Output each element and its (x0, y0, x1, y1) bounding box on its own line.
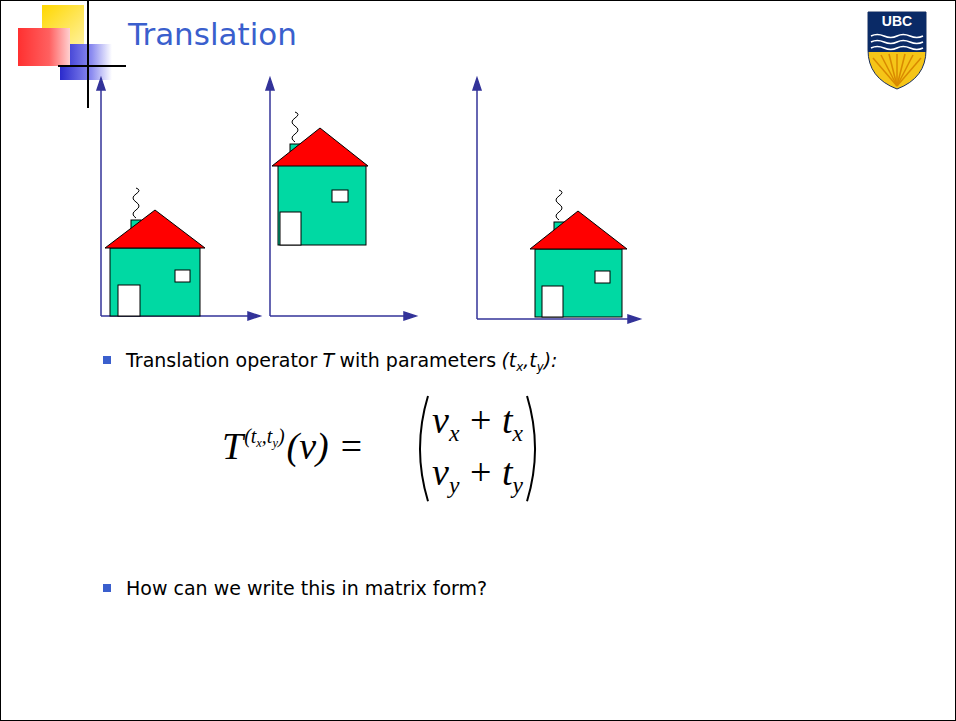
label-text: + (470, 451, 491, 493)
house (272, 112, 368, 245)
bullet-text: How can we write this in matrix form? (126, 577, 487, 599)
bullet (103, 584, 111, 592)
vector-row: vx+tx (432, 398, 523, 447)
label-text: with parameters (340, 349, 497, 371)
subscript-text: y (449, 472, 459, 498)
subscript-text: x (516, 360, 523, 374)
label-text: + (470, 399, 491, 441)
deco-line (87, 0, 89, 108)
label-text: ): (544, 349, 558, 371)
label-text: t (529, 349, 536, 371)
label-text: , (262, 425, 267, 447)
vector-row: vy+ty (432, 450, 523, 499)
formula-superscript: (tx,ty) (244, 425, 284, 447)
label-text: How can we write this in matrix form? (126, 577, 487, 599)
title-text: Translation (128, 16, 297, 52)
label-text: T (222, 425, 243, 467)
bullet-text: Translation operator Twith parameters(tx,… (126, 349, 558, 374)
label-text: t (502, 451, 513, 493)
label-text: UBC (882, 13, 912, 29)
house (530, 190, 627, 317)
formula-argument: (v) = (287, 425, 364, 467)
subscript-text: x (513, 420, 523, 446)
label-text: T (323, 349, 335, 371)
formula-operator: T (222, 425, 243, 467)
label-text: v (432, 399, 449, 441)
label-text: Translation operator (126, 349, 317, 371)
deco-red (18, 28, 70, 66)
slide-title: Translation (128, 16, 297, 52)
subscript-text: x (256, 436, 262, 450)
label-text: , (523, 349, 529, 371)
label-text: (v) = (287, 425, 364, 467)
formula-left: T(tx,ty)(v) = (222, 424, 364, 468)
label-text: (t (501, 349, 516, 371)
vector-parens (420, 396, 535, 501)
label-text: ) (278, 425, 285, 447)
subscript-text: y (537, 360, 544, 374)
label-text: t (267, 425, 273, 447)
subscript-text: x (449, 420, 459, 446)
subscript-text: y (513, 472, 523, 498)
subscript-text: y (272, 436, 278, 450)
bullet (103, 356, 111, 364)
ubc-logo (868, 12, 926, 89)
paren (527, 396, 535, 501)
paren (420, 396, 428, 501)
house (105, 188, 205, 316)
label-text: v (432, 451, 449, 493)
axes (97, 78, 640, 323)
label-text: (t (244, 425, 256, 447)
deco-line (58, 65, 126, 67)
logo-text-box: UBC (868, 13, 926, 29)
label-text: t (502, 399, 513, 441)
